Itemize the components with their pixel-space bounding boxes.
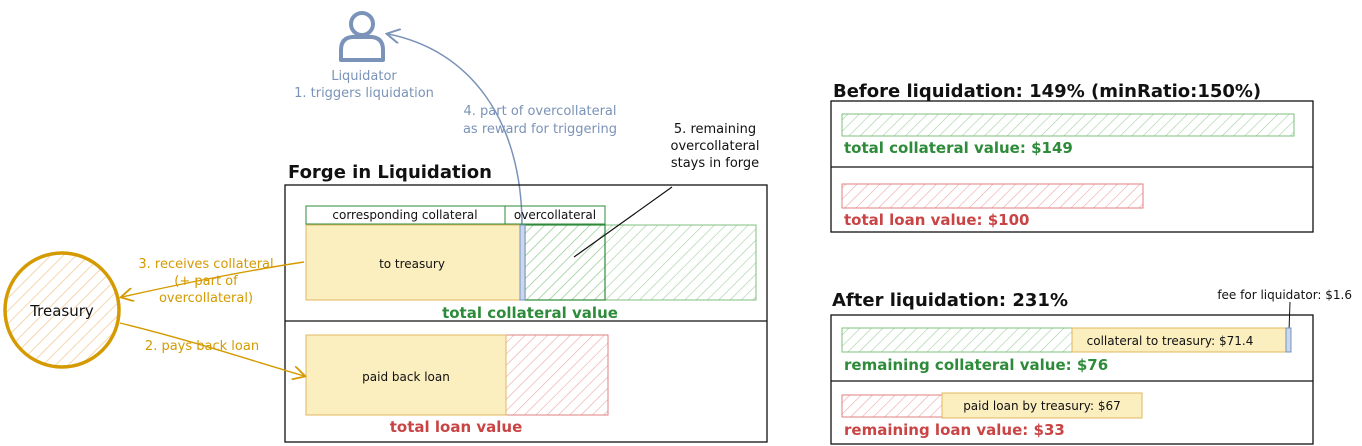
total-collateral-value-label: total collateral value — [442, 304, 618, 322]
treasury-label: Treasury — [29, 302, 94, 320]
paid-back-loan-block — [305, 334, 507, 416]
before-title: Before liquidation: 149% (minRatio:150%) — [833, 81, 1261, 102]
before-collateral-bar — [841, 113, 1295, 137]
treasury-circle — [3, 251, 121, 369]
total-loan-value-label: total loan value — [390, 418, 523, 436]
step5-line1: 5. remaining — [674, 122, 756, 137]
remaining-loan-bar — [841, 394, 943, 418]
treasury-step2: 2. pays back loan — [145, 339, 259, 354]
remaining-collateral-label: remaining collateral value: $76 — [844, 356, 1108, 374]
fee-label: fee for liquidator: $1.6 — [1217, 288, 1352, 302]
pay-back-loan-arrow — [119, 322, 304, 376]
paid-back-loan-label: paid back loan — [362, 370, 450, 384]
after-title: After liquidation: 231% — [832, 290, 1068, 311]
collateral-to-treasury-label: collateral to treasury: $71.4 — [1087, 334, 1254, 348]
corresponding-collateral-label: corresponding collateral — [332, 208, 477, 222]
paid-by-treasury-bar — [941, 392, 1143, 419]
liquidator-step1: 1. triggers liquidation — [294, 86, 434, 101]
step5-pointer — [573, 186, 673, 258]
overcollateral-label: overcollateral — [514, 208, 596, 222]
forge-title: Forge in Liquidation — [288, 162, 492, 183]
liquidator-reward-sliver — [519, 224, 526, 301]
to-treasury-label: to treasury — [379, 257, 445, 271]
reward-arrow — [388, 34, 523, 227]
before-loan-bar — [841, 183, 1144, 209]
fee-pointer — [1288, 301, 1291, 332]
liquidator-label: Liquidator — [331, 69, 397, 84]
step5-line3: stays in forge — [671, 156, 759, 171]
receive-collateral-arrow — [122, 261, 305, 297]
liquidator-step4-line1: 4. part of overcollateral — [463, 104, 616, 119]
before-collateral-label: total collateral value: $149 — [844, 139, 1073, 157]
liquidator-fee-bar — [1285, 327, 1292, 353]
liquidator-step4-line2: as reward for triggering — [463, 122, 617, 137]
remaining-loan-label: remaining loan value: $33 — [844, 421, 1065, 439]
paid-by-treasury-label: paid loan by treasury: $67 — [963, 399, 1121, 413]
treasury-step3-line2: (+ part of — [174, 274, 238, 289]
liquidator-icon — [339, 11, 385, 62]
after-frame — [830, 314, 1314, 445]
overcollateral-block — [524, 224, 606, 301]
treasury-step3-line1: 3. receives collateral — [138, 257, 273, 272]
forge-frame — [284, 184, 768, 443]
collateral-to-treasury-bar — [1071, 327, 1287, 353]
treasury-step3-line3: overcollateral) — [159, 291, 253, 306]
step5-line2: overcollateral — [670, 139, 759, 154]
overcollateral-box — [504, 205, 606, 225]
remaining-collateral-bar — [841, 327, 1073, 353]
before-loan-label: total loan value: $100 — [844, 211, 1029, 229]
